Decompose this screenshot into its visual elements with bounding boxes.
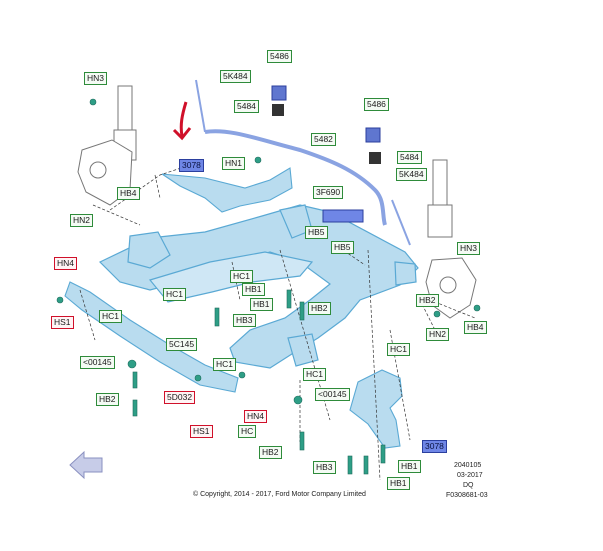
label-hb4-right: HB4 <box>464 321 487 334</box>
label-hb1-d: HB1 <box>387 477 410 490</box>
label-hn4-left: HN4 <box>54 257 78 270</box>
label-hb1-c: HB1 <box>398 460 421 473</box>
label-5486-left: 5486 <box>267 50 292 63</box>
label-5c145: 5C145 <box>166 338 198 351</box>
label-hn3-left: HN3 <box>84 72 108 85</box>
copyright-text: © Copyright, 2014 - 2017, Ford Motor Com… <box>193 491 366 498</box>
label-hn2-right: HN2 <box>426 328 450 341</box>
label-hb1-b: HB1 <box>250 298 273 311</box>
label-hb3-bottom: HB3 <box>313 461 336 474</box>
diagram-code-3: DQ <box>463 482 474 489</box>
label-5484-right: 5484 <box>397 151 422 164</box>
label-hc1-c: HC1 <box>99 310 123 323</box>
label-3f690: 3F690 <box>313 186 344 199</box>
label-hb5-lower: HB5 <box>331 241 354 254</box>
fasteners <box>56 98 481 475</box>
label-hc1-b: HC1 <box>163 288 187 301</box>
diagram-code-4: F0308681-03 <box>446 492 488 499</box>
label-hn1-left: HN1 <box>222 157 246 170</box>
right-strut-knuckle <box>425 159 477 319</box>
steering-gear-clamp <box>322 209 364 223</box>
lower-control-arm-left <box>161 167 293 213</box>
stabilizer-bushing-left <box>271 85 287 101</box>
label-hc1-f: HC1 <box>303 368 327 381</box>
bushing-insert-right <box>369 152 381 164</box>
label-hc1-d: HC1 <box>387 343 411 356</box>
label-hn3-right: HN3 <box>457 242 481 255</box>
label-hc-mid: HC <box>238 425 257 438</box>
label-hs1-left: HS1 <box>51 316 74 329</box>
label-hb2-right: HB2 <box>416 294 439 307</box>
label-hc1-a: HC1 <box>230 270 254 283</box>
label-00145-right: <00145 <box>315 388 350 401</box>
label-hn2-left: HN2 <box>70 214 94 227</box>
label-hb3-mid: HB3 <box>233 314 256 327</box>
diagram-code-1: 2040105 <box>454 462 482 469</box>
diagram-code-2: 03-2017 <box>457 472 483 479</box>
bushing-insert-left <box>272 104 284 116</box>
stabilizer-bushing-right <box>365 127 381 143</box>
lower-control-arm-right <box>349 369 403 449</box>
stabilizer-link-right <box>391 199 411 246</box>
lower-cross-beam <box>64 281 239 393</box>
label-00145-left: <00145 <box>80 356 115 369</box>
label-5484-left: 5484 <box>234 100 259 113</box>
label-5k484-right: 5K484 <box>396 168 427 181</box>
red-arrow-indicator <box>172 101 192 141</box>
label-5482: 5482 <box>311 133 336 146</box>
label-5k484-left: 5K484 <box>220 70 251 83</box>
stabilizer-bar <box>204 129 387 226</box>
label-5d032: 5D032 <box>164 391 196 404</box>
label-hb2-mid: HB2 <box>308 302 331 315</box>
left-strut-knuckle <box>77 85 137 206</box>
label-hs1-mid: HS1 <box>190 425 213 438</box>
label-hb2-bottom: HB2 <box>259 446 282 459</box>
label-hb4-left: HB4 <box>117 187 140 200</box>
label-3078-left: 3078 <box>179 159 204 172</box>
label-hc1-e: HC1 <box>213 358 237 371</box>
label-3078-right: 3078 <box>422 440 447 453</box>
stabilizer-link-left <box>195 79 206 133</box>
label-5486-right: 5486 <box>364 98 389 111</box>
orientation-arrow <box>69 450 103 480</box>
label-hb1-a: HB1 <box>242 283 265 296</box>
label-hb2-left: HB2 <box>96 393 119 406</box>
label-hn4-mid: HN4 <box>244 410 268 423</box>
label-hb5-upper: HB5 <box>305 226 328 239</box>
